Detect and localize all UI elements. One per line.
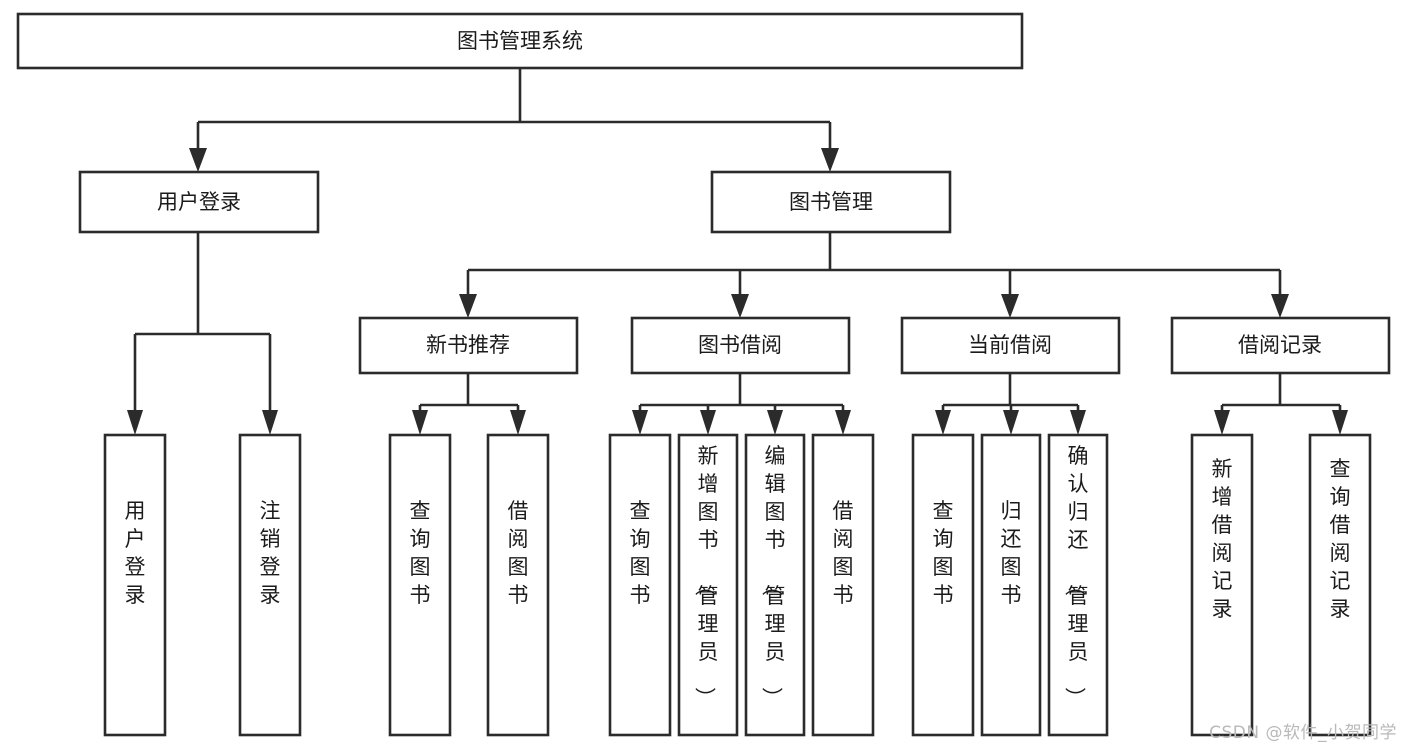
node-borrow-record[interactable]: 借阅记录 (1170, 316, 1391, 375)
arrow-head-leaf-user-login-1 (262, 410, 278, 435)
leaf-current-borrow-2-box[interactable] (1047, 433, 1109, 737)
leaf-current-borrow-2-label: 确认归还（管理员） (1063, 444, 1089, 708)
leaf-book-borrow-0-label: 查询图书 (630, 499, 651, 607)
leaf-current-borrow-1-box[interactable] (980, 433, 1042, 737)
node-new-book-recommend-box[interactable] (358, 316, 579, 375)
node-book-management-box[interactable] (710, 170, 952, 234)
arrow-head-level3-1 (731, 294, 749, 318)
leaf-node[interactable]: 新增图书（管理员） (677, 433, 739, 737)
arrow-head-leaf-current-borrow-0 (935, 410, 951, 435)
leaf-node[interactable]: 查询图书 (608, 433, 672, 737)
arrow-head-leaf-book-borrow-3 (835, 410, 851, 435)
connector-borrow-record-to-leaves (1214, 373, 1348, 435)
node-current-borrow-label: 当前借阅 (968, 333, 1052, 357)
node-current-borrow[interactable]: 当前借阅 (900, 316, 1121, 375)
leaf-current-borrow-1-label: 归还图书 (1001, 499, 1022, 607)
arrow-head-leaf-book-borrow-2 (767, 410, 783, 435)
node-book-borrow-label: 图书借阅 (698, 333, 782, 357)
leaf-current-borrow-0-label: 查询图书 (933, 499, 954, 607)
arrow-head-level3-3 (1271, 294, 1289, 318)
leaf-new-book-1-label: 借阅图书 (508, 499, 529, 607)
leaf-book-borrow-3-box[interactable] (811, 433, 875, 737)
node-root-label: 图书管理系统 (457, 29, 583, 53)
node-current-borrow-box[interactable] (900, 316, 1121, 375)
leaf-book-borrow-2-label: 编辑图书（管理员） (760, 444, 786, 708)
leaf-book-borrow-1-label: 新增图书（管理员） (693, 444, 719, 708)
node-book-management-label: 图书管理 (789, 190, 873, 214)
leaf-node[interactable]: 查询图书 (911, 433, 975, 737)
leaf-book-borrow-2-box[interactable] (744, 433, 806, 737)
leaf-user-login-1-box[interactable] (238, 433, 302, 737)
node-user-login-label: 用户登录 (157, 190, 241, 214)
node-user-login[interactable]: 用户登录 (78, 170, 320, 234)
arrow-head-leaf-book-borrow-0 (632, 410, 648, 435)
arrow-head-level3-0 (459, 294, 477, 318)
node-new-book-recommend-label: 新书推荐 (426, 333, 510, 357)
arrow-head-book-mgmt (821, 148, 839, 172)
connector-current-borrow-to-leaves (935, 373, 1086, 435)
leaf-borrow-record-1-box[interactable] (1308, 433, 1372, 737)
leaf-book-borrow-0-box[interactable] (608, 433, 672, 737)
arrow-head-leaf-new-book-1 (510, 410, 526, 435)
leaf-borrow-record-0-label: 新增借阅记录 (1212, 457, 1233, 621)
arrow-head-leaf-borrow-record-1 (1332, 410, 1348, 435)
leaf-new-book-1-box[interactable] (486, 433, 550, 737)
leaf-new-book-0-box[interactable] (388, 433, 452, 737)
leaf-current-borrow-0-box[interactable] (911, 433, 975, 737)
arrow-head-leaf-current-borrow-2 (1070, 410, 1086, 435)
leaf-node[interactable]: 查询借阅记录 (1308, 433, 1372, 737)
arrow-head-leaf-current-borrow-1 (1003, 410, 1019, 435)
connector-user-login-to-leaves (127, 232, 278, 435)
arrow-head-leaf-user-login-0 (127, 410, 143, 435)
connector-book-borrow-to-leaves (632, 373, 851, 435)
node-borrow-record-label: 借阅记录 (1238, 333, 1322, 357)
leaf-node[interactable]: 编辑图书（管理员） (744, 433, 806, 737)
leaf-user-login-0-label: 用户登录 (125, 499, 146, 607)
leaf-node[interactable]: 确认归还（管理员） (1047, 433, 1109, 737)
arrow-head-leaf-borrow-record-0 (1214, 410, 1230, 435)
leaf-book-borrow-1-box[interactable] (677, 433, 739, 737)
leaf-book-borrow-3-label: 借阅图书 (833, 499, 854, 607)
leaf-user-login-0-box[interactable] (103, 433, 167, 737)
leaf-user-login-1-label: 注销登录 (260, 499, 281, 607)
leaf-node[interactable]: 借阅图书 (486, 433, 550, 737)
node-root-box[interactable] (16, 12, 1024, 70)
leaf-borrow-record-1-label: 查询借阅记录 (1330, 457, 1351, 621)
arrow-head-leaf-book-borrow-1 (700, 410, 716, 435)
leaf-node[interactable]: 查询图书 (388, 433, 452, 737)
leaf-node[interactable]: 用户登录 (103, 433, 167, 737)
connector-root-to-level2 (189, 68, 839, 172)
node-borrow-record-box[interactable] (1170, 316, 1391, 375)
node-root[interactable]: 图书管理系统 (16, 12, 1024, 70)
leaf-borrow-record-0-box[interactable] (1190, 433, 1254, 737)
leaf-node[interactable]: 归还图书 (980, 433, 1042, 737)
node-book-borrow-box[interactable] (630, 316, 851, 375)
connector-book-mgmt-to-level3 (459, 232, 1289, 318)
leaf-node[interactable]: 注销登录 (238, 433, 302, 737)
node-book-management[interactable]: 图书管理 (710, 170, 952, 234)
node-book-borrow[interactable]: 图书借阅 (630, 316, 851, 375)
leaf-new-book-0-label: 查询图书 (410, 499, 431, 607)
node-user-login-box[interactable] (78, 170, 320, 234)
arrow-head-user-login (189, 148, 207, 172)
arrow-head-level3-2 (1001, 294, 1019, 318)
leaf-node[interactable]: 借阅图书 (811, 433, 875, 737)
connector-new-book-to-leaves (412, 373, 526, 435)
leaf-node[interactable]: 新增借阅记录 (1190, 433, 1254, 737)
node-new-book-recommend[interactable]: 新书推荐 (358, 316, 579, 375)
arrow-head-leaf-new-book-0 (412, 410, 428, 435)
